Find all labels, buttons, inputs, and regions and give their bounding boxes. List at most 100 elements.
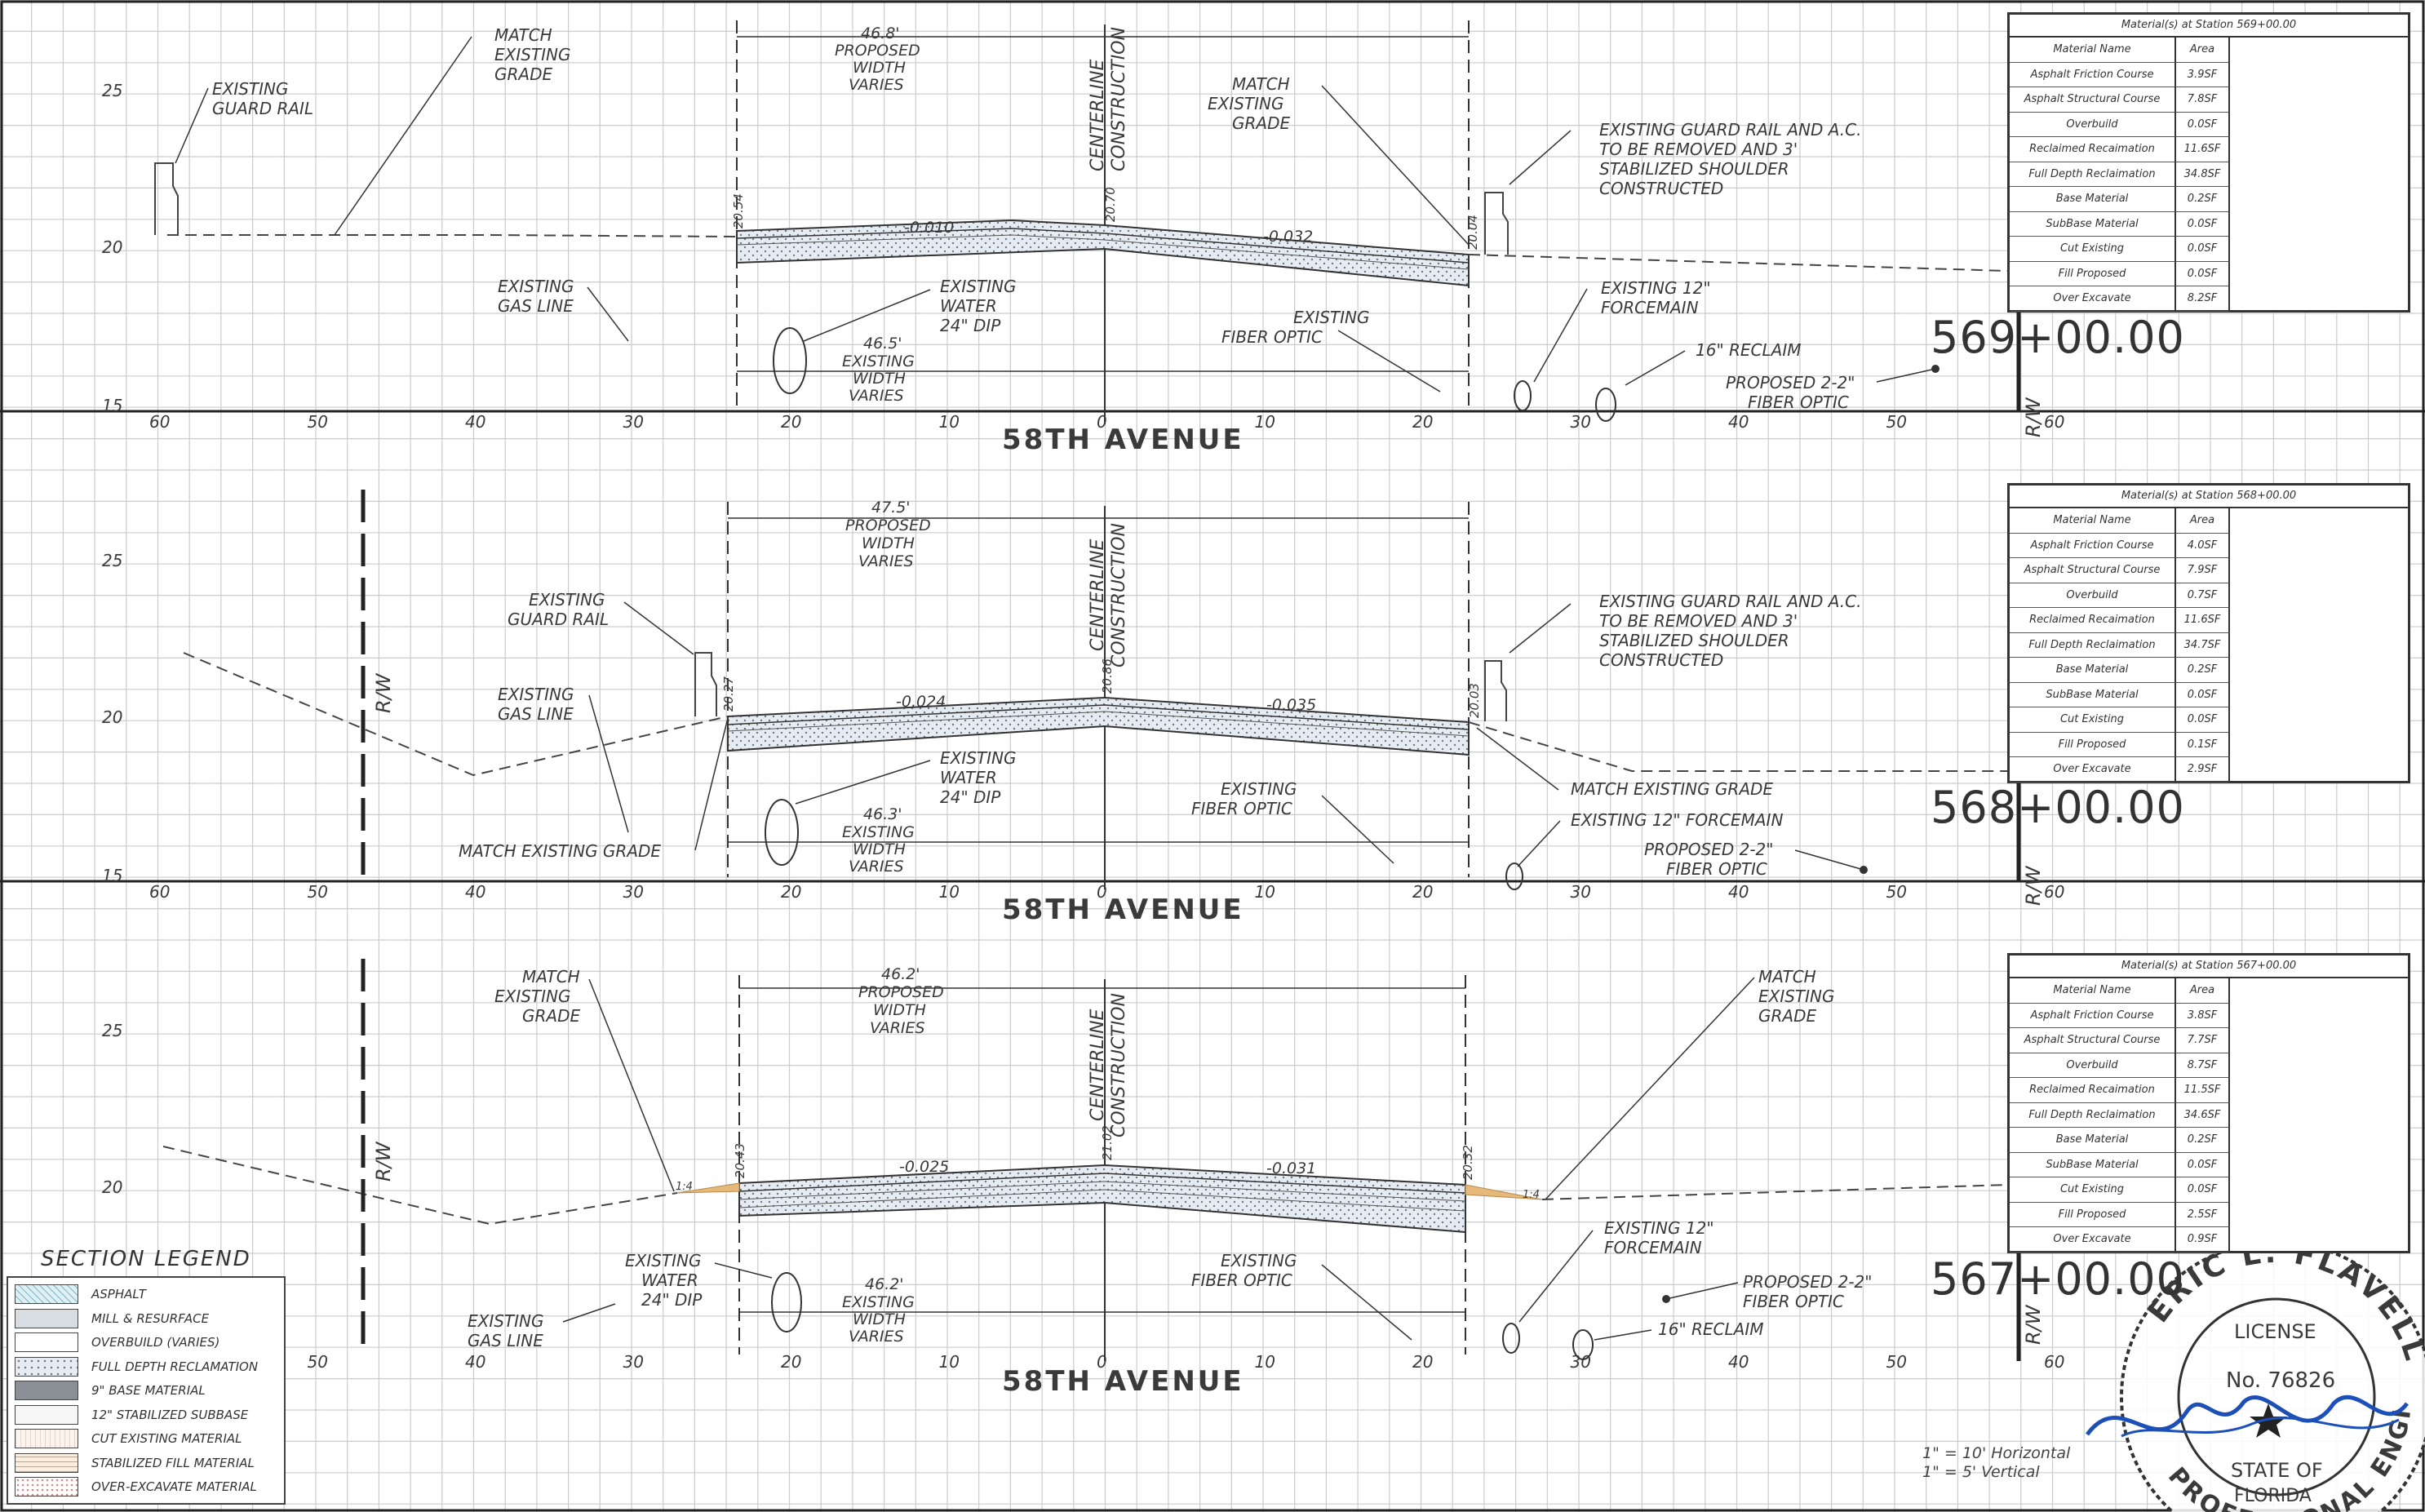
material-area: 0.0SF: [2176, 237, 2230, 262]
street-name: 58TH AVENUE: [1002, 1365, 1244, 1398]
material-area: 0.0SF: [2176, 1177, 2230, 1203]
material-area: 2.9SF: [2176, 757, 2230, 783]
seal-license-number: No. 76826: [2226, 1368, 2335, 1393]
proposed-label: PROPOSED: [858, 983, 944, 1001]
x-axis-label: 40: [1728, 412, 1749, 432]
edge-elev-left: 20.54: [731, 193, 746, 228]
centerline-label: CENTERLINE: [1088, 539, 1108, 651]
fill-right: [1465, 1184, 1543, 1200]
x-axis-label: 30: [623, 1352, 644, 1372]
note-gr-right-1: EXISTING GUARD RAIL AND A.C.: [1599, 120, 1861, 140]
material-area: 3.8SF: [2176, 1003, 2230, 1028]
note-match-left: MATCH: [522, 967, 580, 987]
legend-swatch: [15, 1356, 78, 1377]
y-label-20: 20: [102, 1177, 122, 1197]
material-area: 2.5SF: [2176, 1202, 2230, 1227]
existing-varies-label: VARIES: [849, 387, 904, 405]
legend-item: 9" BASE MATERIAL: [15, 1381, 284, 1400]
note-prop-fiber-2: FIBER OPTIC: [1748, 392, 1849, 412]
x-axis-label: 10: [939, 882, 960, 902]
note-match-right-3: GRADE: [1232, 113, 1290, 133]
construction-label: CONSTRUCTION: [1109, 993, 1129, 1137]
material-area: 0.1SF: [2176, 732, 2230, 757]
note-reclaim: 16" RECLAIM: [1658, 1319, 1763, 1339]
row-label: R/W: [372, 672, 395, 713]
x-axis-label: 60: [2044, 412, 2064, 432]
proposed-varies-label: VARIES: [849, 76, 904, 94]
legend-item: FULL DEPTH RECLAMATION: [15, 1356, 284, 1377]
existing-width-label: WIDTH: [853, 1310, 906, 1328]
note-match-left-2: EXISTING: [494, 987, 571, 1006]
left-slope: -0.025: [899, 1158, 949, 1176]
material-table-title: Material(s) at Station 568+00.00: [2010, 486, 2408, 508]
slope-ratio-left: 1:4: [676, 1181, 693, 1193]
x-axis-label: 50: [308, 412, 328, 432]
material-name: SubBase Material: [2010, 1152, 2176, 1177]
material-area: 0.0SF: [2176, 1152, 2230, 1177]
x-axis-label: 40: [465, 412, 485, 432]
note-match-right: MATCH: [1758, 967, 1816, 987]
legend-label: OVERBUILD (VARIES): [91, 1335, 220, 1350]
note-forcemain: EXISTING 12": [1601, 278, 1711, 298]
material-area: 4.0SF: [2176, 533, 2230, 558]
legend-swatch: [15, 1404, 78, 1425]
x-axis-label: 50: [308, 882, 328, 902]
material-name: Reclaimed Recaimation: [2010, 137, 2176, 162]
existing-width-label: WIDTH: [853, 370, 906, 388]
material-name: Cut Existing: [2010, 707, 2176, 733]
header-area: Area: [2176, 508, 2230, 534]
material-area: 3.9SF: [2176, 62, 2230, 87]
x-axis-label: 60: [149, 412, 170, 432]
existing-label: EXISTING: [842, 353, 915, 370]
x-axis-label: 20: [1412, 1352, 1433, 1372]
existing-width: 46.5': [863, 335, 902, 353]
scale-horizontal: 1" = 10' Horizontal: [1922, 1444, 2071, 1462]
x-axis-label: 40: [465, 1352, 485, 1372]
note-water-2: WATER: [641, 1270, 698, 1290]
row-label: R/W: [2022, 397, 2045, 437]
edge-elev-right: 20.04: [1465, 215, 1480, 250]
note-gas-2: GAS LINE: [468, 1331, 543, 1350]
note-gr-right-2: TO BE REMOVED AND 3': [1599, 611, 1798, 631]
material-name: Reclaimed Recaimation: [2010, 608, 2176, 633]
x-axis-label: 60: [2044, 1352, 2064, 1372]
guard-rail-left: [694, 652, 717, 716]
proposed-label: PROPOSED: [835, 42, 920, 60]
note-gr-right-4: CONSTRUCTED: [1599, 179, 1723, 198]
note-guard-rail-2: GUARD RAIL: [212, 99, 313, 118]
material-area: 0.2SF: [2176, 658, 2230, 683]
legend-swatch: [15, 1308, 78, 1328]
material-area: 7.7SF: [2176, 1028, 2230, 1053]
note-prop-fiber: PROPOSED 2-2": [1743, 1272, 1872, 1292]
row-label: R/W: [2022, 865, 2045, 906]
x-axis-label: 50: [308, 1352, 328, 1372]
material-name: Asphalt Friction Course: [2010, 1003, 2176, 1028]
material-area: 0.7SF: [2176, 583, 2230, 608]
material-table-567: Material(s) at Station 567+00.00 Materia…: [2007, 953, 2410, 1253]
legend-label: MILL & RESURFACE: [91, 1310, 210, 1326]
x-axis-label: 30: [1571, 412, 1591, 432]
proposed-width: 46.2': [881, 965, 920, 983]
note-water-3: 24" DIP: [940, 316, 1001, 335]
note-water: EXISTING: [940, 277, 1017, 296]
material-area: 0.0SF: [2176, 112, 2230, 137]
material-area: 34.7SF: [2176, 632, 2230, 658]
existing-label: EXISTING: [842, 1293, 915, 1311]
note-fiber: EXISTING: [1293, 308, 1370, 327]
x-axis-label: 20: [781, 1352, 801, 1372]
x-axis-label: 20: [781, 412, 801, 432]
note-match-right-2: EXISTING: [1208, 94, 1284, 113]
left-slope: -0.010: [904, 219, 954, 237]
legend-swatch: [15, 1429, 78, 1448]
seal-license-label: LICENSE: [2234, 1320, 2316, 1343]
existing-varies-label: VARIES: [849, 1328, 904, 1346]
